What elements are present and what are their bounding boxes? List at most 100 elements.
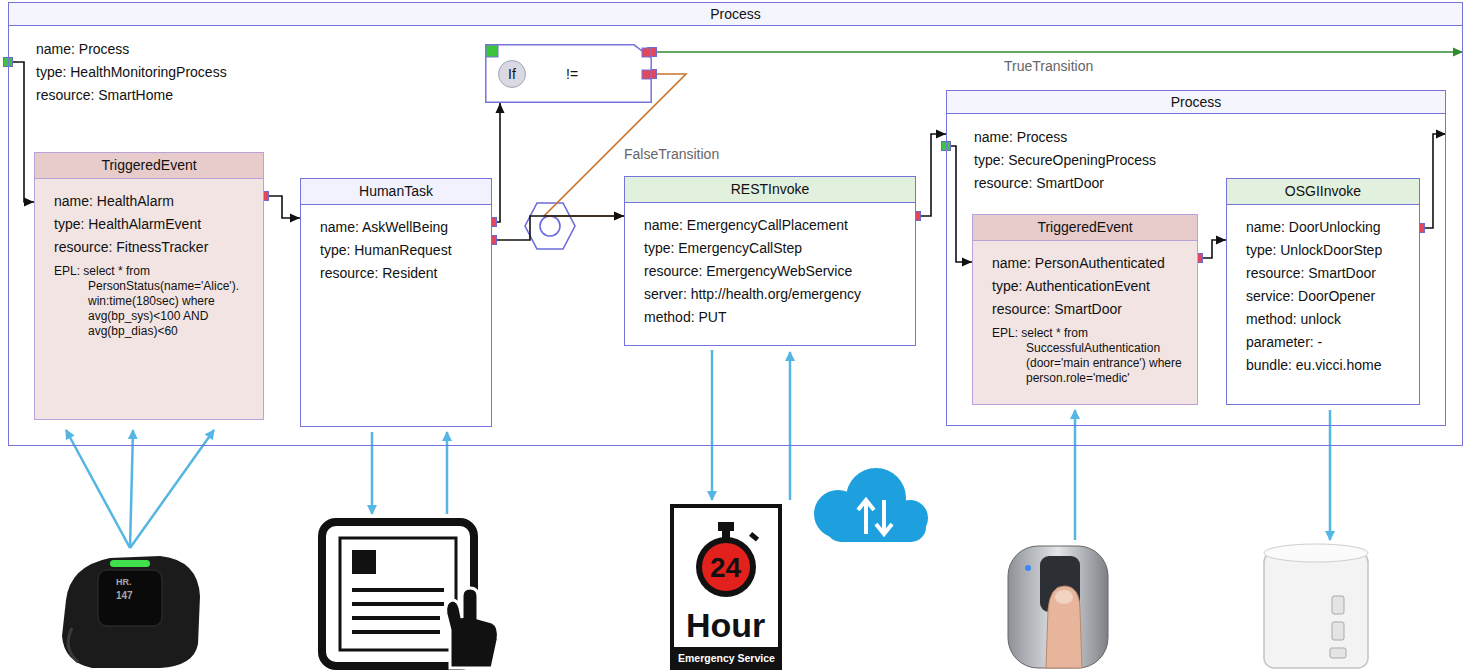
property-line: resource: FitnessTracker (54, 236, 208, 259)
output-port (642, 70, 651, 79)
property-line: method: PUT (644, 306, 726, 329)
arrow-head (1216, 236, 1226, 245)
node-body: name: DoorUnlockingtype: UnlockDoorStepr… (1227, 205, 1419, 385)
signal-arrow (446, 432, 449, 514)
lock-button (1332, 596, 1344, 614)
arrow-head (614, 212, 624, 221)
property-line: bundle: eu.vicci.home (1246, 354, 1381, 377)
signal-arrow (66, 430, 130, 548)
process-container: Processname: Processtype: HealthMonitori… (8, 2, 1463, 446)
connector-line (492, 216, 624, 240)
triggered-event-box: TriggeredEvent name: PersonAuthenticatedt… (972, 214, 1198, 405)
property-line: resource: SmartDoor (992, 298, 1122, 321)
connector (648, 48, 1464, 57)
stopwatch-ring (696, 537, 756, 597)
cloud-arrow-down (876, 500, 892, 534)
header-band: OSGIInvoke (1227, 179, 1419, 205)
property-line: parameter: - (1246, 331, 1322, 354)
tablet-line (352, 588, 444, 592)
if-decision: If != (485, 44, 652, 103)
property-line: name: PersonAuthenticated (992, 252, 1165, 275)
arrow-head (496, 103, 505, 113)
arrow-head (24, 198, 34, 207)
fingerprint-reader (1008, 546, 1108, 668)
property-line: resource: Resident (320, 262, 438, 285)
node-title: HumanTask (359, 183, 433, 199)
fitness-tracker (62, 556, 200, 668)
signal-arrow (789, 352, 792, 500)
tablet-line (352, 616, 440, 620)
header-band: Process (9, 3, 1462, 26)
header-band: TriggeredEvent (35, 153, 263, 179)
arrow-head (290, 214, 300, 223)
transition-label: TrueTransition (1001, 58, 1096, 74)
condition-circle: If (498, 60, 526, 88)
property-line: type: SecureOpeningProcess (974, 149, 1156, 172)
header-band: HumanTask (301, 179, 491, 205)
property-line: resource: SmartHome (36, 84, 173, 107)
signal-arrow (371, 432, 374, 514)
stopwatch-tick (749, 532, 759, 542)
operator-label: != (566, 66, 578, 82)
emergency-service-icon (672, 506, 780, 668)
lock-button (1330, 648, 1346, 658)
arrow-head (1436, 130, 1446, 139)
merge-gateway-circle (540, 216, 560, 236)
connector-line (492, 103, 500, 222)
signal-arrow (1074, 410, 1077, 540)
tracker-strap-detail (68, 628, 78, 662)
output-port (642, 48, 651, 57)
property-line: service: DoorOpener (1246, 285, 1375, 308)
icon-word: Hour (686, 608, 765, 642)
node-body: name: AskWellBeingtype: HumanRequestreso… (301, 205, 491, 293)
lock-button (1332, 622, 1344, 640)
node-title: OSGIInvoke (1285, 183, 1361, 199)
arrow-head (614, 212, 624, 221)
tablet-line (352, 602, 444, 606)
property-line: resource: SmartDoor (1246, 262, 1376, 285)
tracker-display-text: 147 (116, 591, 133, 601)
node-body: name: HealthAlarmtype: HealthAlarmEventr… (35, 179, 263, 347)
tracker-light (110, 560, 150, 567)
decision-shape (486, 45, 651, 102)
property-line: resource: SmartDoor (974, 172, 1104, 195)
connector-line (8, 62, 34, 202)
stopwatch-number: 24 (710, 554, 741, 582)
process-container: Processname: Processtype: SecureOpeningP… (946, 90, 1446, 426)
stopwatch-button (718, 522, 734, 531)
tablet-lines (352, 590, 444, 632)
condition-label: If (508, 66, 516, 82)
tracker-screen (98, 570, 162, 626)
node-title: RESTInvoke (731, 181, 810, 197)
property-line: name: HealthAlarm (54, 190, 174, 213)
tracker-band (62, 556, 200, 668)
connector-line (264, 196, 300, 218)
reader-led (1025, 565, 1031, 571)
node-title: TriggeredEvent (1037, 219, 1132, 235)
tracker-display-text: HR. (116, 578, 132, 587)
signal-arrow (711, 350, 714, 500)
header-band: Process (947, 91, 1445, 114)
property-line: type: HumanRequest (320, 239, 452, 262)
finger (1046, 586, 1082, 668)
property-line: name: EmergencyCallPlacement (644, 214, 848, 237)
fingernail (1055, 590, 1073, 604)
property-line: name: DoorUnlocking (1246, 216, 1381, 239)
signal-arrow (130, 430, 133, 548)
signal-arrow (130, 430, 214, 548)
cloud-shape (814, 468, 928, 542)
node-body: name: EmergencyCallPlacementtype: Emerge… (625, 203, 915, 337)
property-line: type: AuthenticationEvent (992, 275, 1150, 298)
property-line: name: Process (36, 38, 129, 61)
property-line: method: unlock (1246, 308, 1341, 331)
epl-query: EPL: select * from SuccessfulAuthenticat… (992, 326, 1189, 386)
header-band: TriggeredEvent (973, 215, 1197, 241)
node-title: Process (710, 6, 761, 22)
cloud-icon (814, 468, 928, 542)
stopwatch-stem (722, 530, 730, 538)
tablet (322, 522, 498, 668)
tablet-line (352, 630, 440, 634)
lock-body (1264, 552, 1368, 668)
lock-top (1264, 544, 1368, 562)
